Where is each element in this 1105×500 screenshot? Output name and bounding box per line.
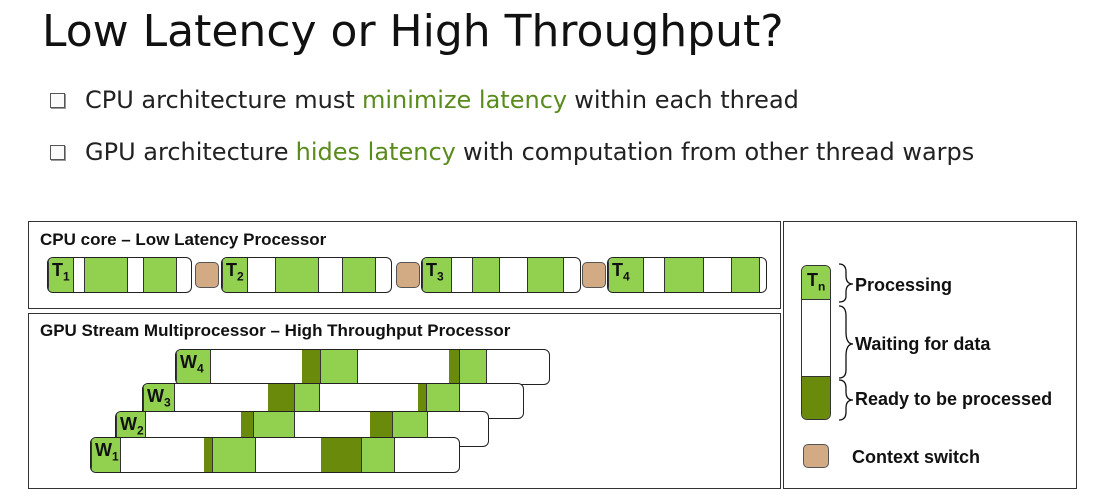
cpu-panel: CPU core – Low Latency Processor T1 T2 T…: [28, 221, 781, 309]
context-switch: [396, 262, 420, 288]
legend-panel: Tn Processing Waiting for data Ready to …: [783, 221, 1077, 489]
legend-processing-swatch: [802, 266, 830, 300]
bullet-gpu: GPU architecture hides latency with comp…: [50, 138, 974, 166]
slide-title: Low Latency or High Throughput?: [42, 6, 784, 57]
legend-ready-swatch: [802, 376, 830, 419]
checkbox-icon: [50, 92, 65, 108]
gpu-panel-title: GPU Stream Multiprocessor – High Through…: [40, 321, 511, 340]
thread-label: T1: [52, 260, 70, 284]
brace-icon: [838, 263, 854, 421]
cpu-thread-bar: T2: [221, 257, 392, 293]
context-switch: [195, 262, 219, 288]
thread-label: T3: [426, 260, 444, 284]
cpu-thread-bar: T1: [47, 257, 192, 293]
legend-waiting: Waiting for data: [855, 334, 991, 354]
legend-ready: Ready to be processed: [855, 389, 1053, 409]
cpu-panel-title: CPU core – Low Latency Processor: [40, 230, 327, 249]
legend-processing: Processing: [855, 275, 953, 295]
cpu-thread-bar: T4: [607, 257, 767, 293]
warp-label: W3: [147, 386, 171, 410]
legend-thread-label: Tn: [807, 270, 826, 294]
legend-bar: Tn: [801, 265, 831, 420]
checkbox-icon: [50, 144, 65, 160]
thread-label: T2: [226, 260, 244, 284]
highlight-text: minimize latency: [361, 86, 568, 114]
legend-context-swatch: [803, 444, 829, 468]
context-switch: [582, 262, 606, 288]
gpu-panel: GPU Stream Multiprocessor – High Through…: [28, 313, 781, 489]
warp-label: W1: [95, 440, 119, 464]
bullet-cpu: CPU architecture must minimize latency w…: [50, 86, 799, 114]
legend-context: Context switch: [852, 447, 981, 467]
gpu-warp-bar: W4: [175, 349, 550, 385]
gpu-warp-bar: W1: [90, 437, 460, 473]
warp-label: W2: [120, 414, 144, 438]
warp-label: W4: [180, 352, 204, 376]
highlight-text: hides latency: [295, 138, 456, 166]
cpu-thread-bar: T3: [421, 257, 581, 293]
thread-label: T4: [612, 260, 630, 284]
